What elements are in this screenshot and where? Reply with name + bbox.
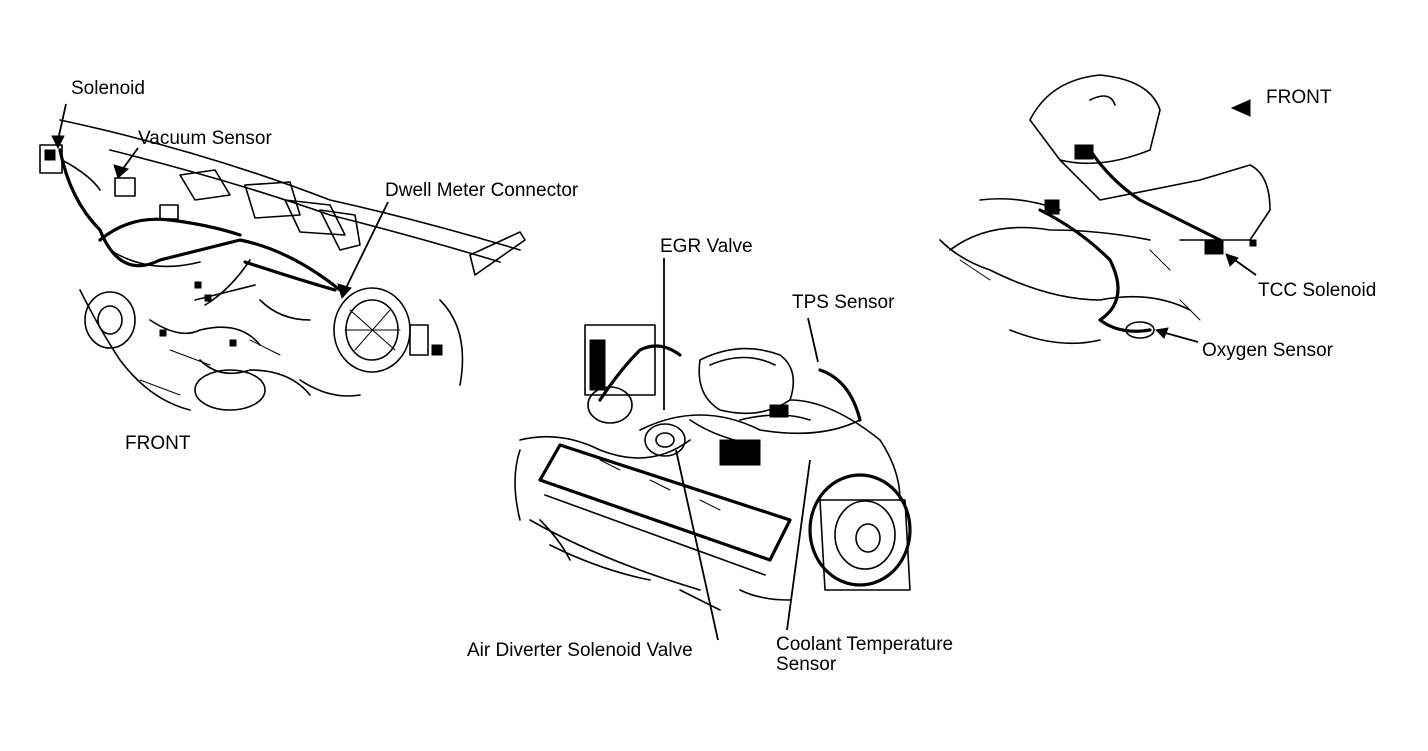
- label-coolant-sensor: Sensor: [776, 654, 837, 675]
- solenoid-leader: [57, 103, 67, 141]
- tcc-solenoid-arrow-icon: [1225, 253, 1239, 267]
- air-diverter-leader: [675, 449, 719, 641]
- label-oxygen-sensor: Oxygen Sensor: [1202, 340, 1333, 361]
- left-engine-drawing: [39, 119, 526, 411]
- label-vacuum-sensor: Vacuum Sensor: [138, 128, 272, 149]
- dwell-meter-arrow-icon: [337, 283, 352, 300]
- label-dwell-meter-connector: Dwell Meter Connector: [385, 180, 579, 201]
- label-front-right: FRONT: [1266, 87, 1332, 108]
- tps-sensor-leader: [807, 317, 819, 363]
- dwell-meter-leader: [344, 201, 389, 291]
- label-tcc-solenoid: TCC Solenoid: [1258, 280, 1377, 301]
- label-air-diverter-solenoid-valve: Air Diverter Solenoid Valve: [467, 640, 693, 661]
- label-front-left: FRONT: [125, 433, 191, 454]
- coolant-temp-leader: [786, 459, 811, 631]
- label-egr-valve: EGR Valve: [660, 236, 753, 257]
- vacuum-sensor-arrow-icon: [113, 164, 130, 179]
- right-engine-drawing: [939, 74, 1271, 345]
- label-tps-sensor: TPS Sensor: [792, 292, 895, 313]
- right-front-arrow-icon: [1230, 99, 1251, 117]
- label-solenoid: Solenoid: [71, 78, 145, 99]
- oxygen-sensor-leader: [1161, 331, 1199, 343]
- center-engine-drawing: [514, 324, 912, 611]
- vacuum-sensor-leader: [121, 147, 139, 171]
- solenoid-arrow-icon: [51, 135, 65, 150]
- label-coolant-temperature: Coolant Temperature: [776, 634, 954, 655]
- tcc-solenoid-leader: [1231, 257, 1257, 276]
- oxygen-sensor-arrow-icon: [1154, 327, 1169, 339]
